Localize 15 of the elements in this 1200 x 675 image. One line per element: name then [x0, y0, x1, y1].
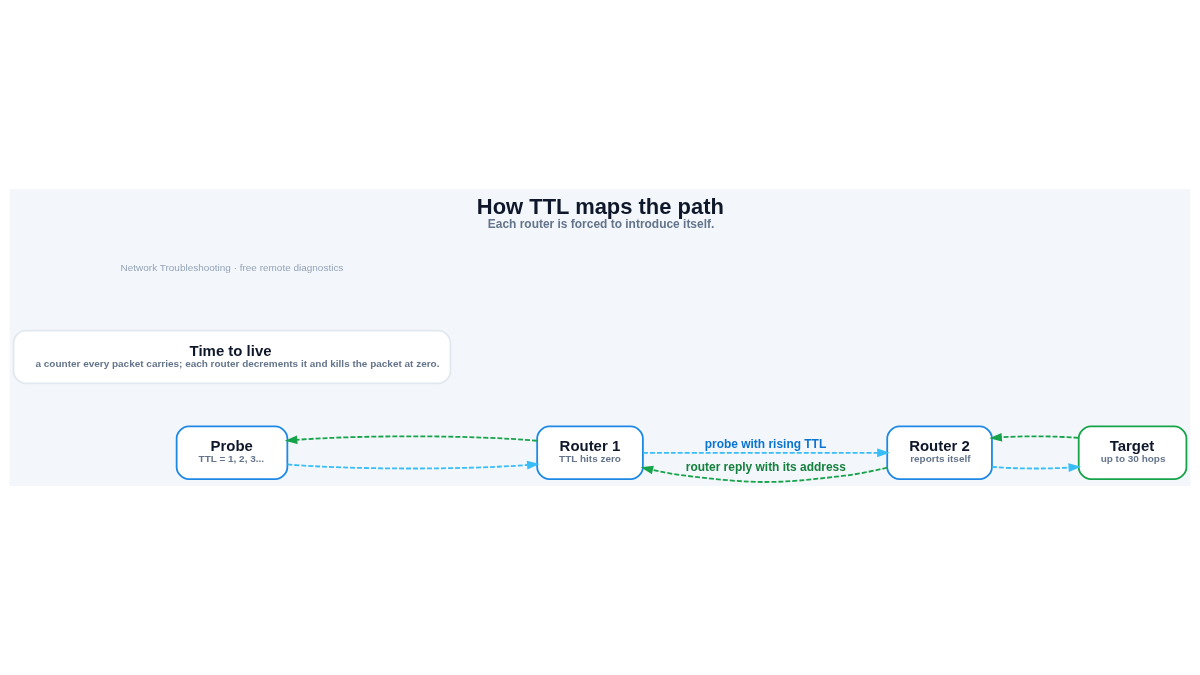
- arrow: [989, 432, 1080, 442]
- node-box: Router 1 TTL hits zero: [536, 425, 644, 481]
- diagram-title: How TTL maps the path: [476, 193, 724, 219]
- arrow: [286, 460, 540, 470]
- edge-label: router reply with its address: [685, 460, 846, 475]
- label: Network Troubleshooting · free remote diagnostics: [120, 261, 344, 273]
- node-box: Target up to 30 hops: [1077, 425, 1188, 481]
- arrow: [642, 448, 890, 458]
- node-box: Time to live a counter every packet carries; each router decrements it and kills the packet at zero.: [12, 329, 452, 385]
- edge-label: probe with rising TTL: [704, 437, 827, 452]
- arrow: [640, 465, 889, 483]
- node-box: Probe TTL = 1, 2, 3...: [175, 425, 289, 481]
- arrow: [284, 435, 538, 445]
- node-box: Router 2 reports itself: [886, 425, 993, 481]
- arrow: [991, 463, 1082, 473]
